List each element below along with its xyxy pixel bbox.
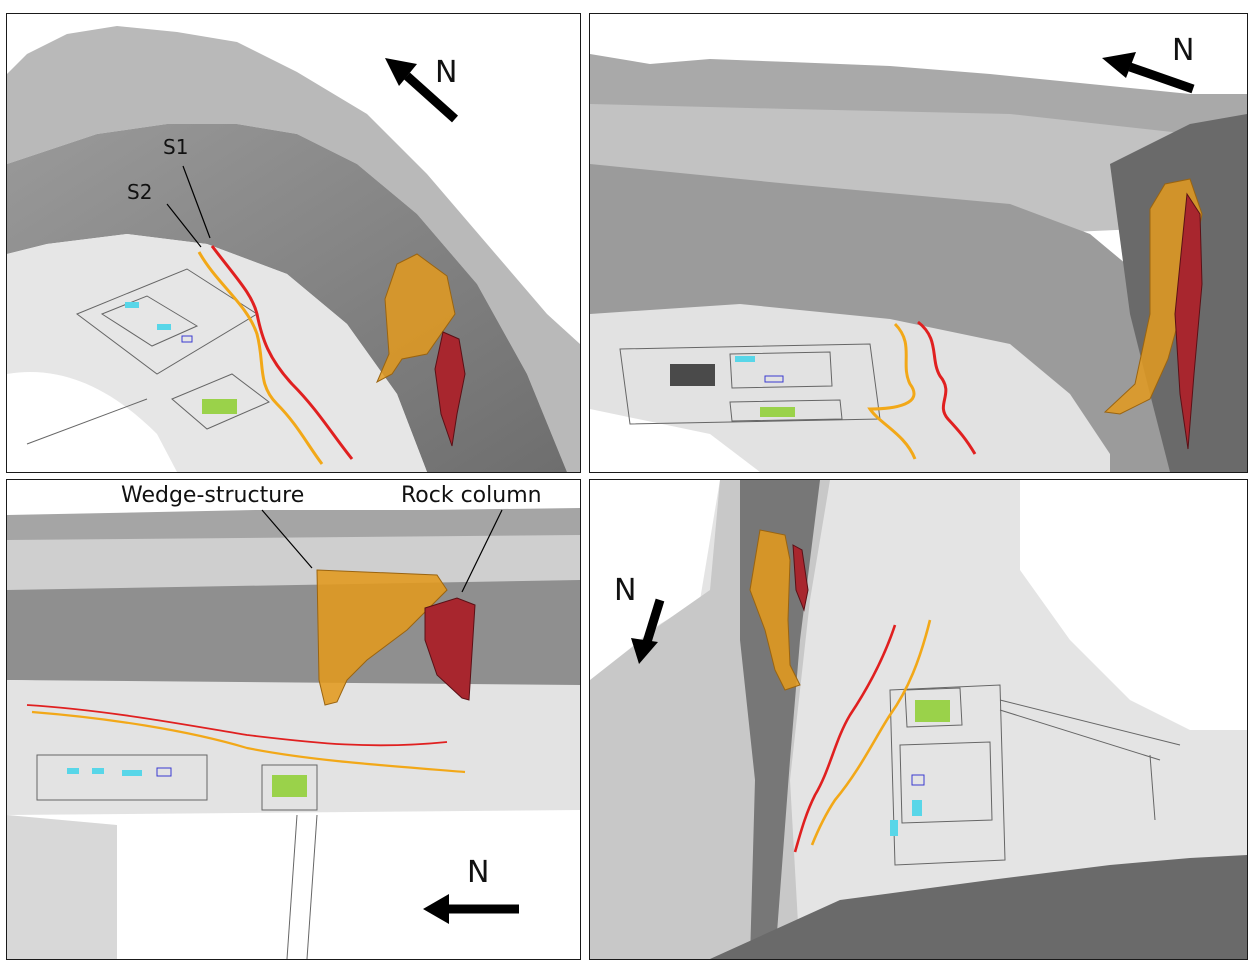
panel-top-left: N S1 S2 <box>6 13 581 473</box>
north-label: N <box>435 55 457 90</box>
wedge-structure <box>316 569 448 706</box>
foreground-terrain <box>7 815 117 959</box>
building-cyan <box>735 356 755 362</box>
trace-s1 <box>26 704 448 747</box>
trace-s1 <box>210 245 354 460</box>
north-arrow-icon <box>1102 52 1195 94</box>
foreground-bay <box>117 819 580 959</box>
building-blue <box>181 335 193 343</box>
building-cyan <box>157 324 171 330</box>
ridge-top <box>7 26 580 472</box>
north-label: N <box>614 573 636 608</box>
north-label: N <box>1172 33 1194 68</box>
panel-bottom-left: Wedge-structure Rock column N <box>6 479 581 960</box>
foreground-bay <box>7 372 177 472</box>
s2-pointer <box>166 203 202 248</box>
building-cyan <box>92 768 104 774</box>
slope <box>7 580 580 690</box>
site-plan <box>889 684 1181 866</box>
wedge-pointer <box>261 509 313 569</box>
wedge-structure <box>749 529 801 691</box>
terrain-view-top-left: N S1 S2 <box>7 14 580 472</box>
terrain-view-bottom-left: Wedge-structure Rock column N <box>7 480 580 959</box>
terrain-view-bottom-right: N <box>590 480 1247 959</box>
building-blue <box>764 375 784 383</box>
building-blue <box>156 767 172 777</box>
building-green <box>915 700 950 722</box>
rock-column <box>792 544 809 612</box>
trace-s2 <box>810 619 932 846</box>
north-label: N <box>467 855 489 890</box>
north-arrow-icon <box>631 598 665 664</box>
north-arrow-icon <box>385 58 459 123</box>
s2-label: S2 <box>127 180 152 204</box>
quarry-floor <box>7 680 580 815</box>
quarry-floor <box>590 304 1110 472</box>
building-cyan <box>125 302 139 308</box>
building-green <box>202 399 237 414</box>
rock-column-label: Rock column <box>401 483 542 508</box>
building-blue <box>911 774 925 786</box>
north-arrow-icon <box>423 894 519 924</box>
wedge-structure <box>375 253 456 384</box>
bottom-ridge <box>710 855 1247 959</box>
rock-column <box>1174 192 1203 450</box>
s1-pointer <box>182 165 211 239</box>
panel-top-right: N <box>589 13 1248 473</box>
building-green <box>272 775 307 797</box>
building-cyan <box>890 820 898 836</box>
terrain-view-top-right: N <box>590 14 1247 472</box>
s1-label: S1 <box>163 135 188 159</box>
wedge-structure-label: Wedge-structure <box>121 483 304 508</box>
trace-s2 <box>197 251 324 465</box>
building-cyan <box>912 800 922 816</box>
rock-column <box>424 597 476 701</box>
trace-s1 <box>793 624 897 853</box>
building-cyan <box>67 768 79 774</box>
site-plan <box>36 754 318 959</box>
building-cyan <box>122 770 142 776</box>
foreground-bay <box>590 409 760 472</box>
building-dark <box>670 364 715 386</box>
trace-s2 <box>867 322 917 460</box>
trace-s1 <box>917 320 977 455</box>
trace-s2 <box>31 710 466 774</box>
rock-column-pointer <box>461 509 503 593</box>
rock-column <box>434 331 466 447</box>
building-green <box>760 407 795 417</box>
wedge-structure <box>1103 178 1203 415</box>
panel-bottom-right: N <box>589 479 1248 960</box>
slope <box>7 124 567 472</box>
slope <box>590 164 1247 472</box>
